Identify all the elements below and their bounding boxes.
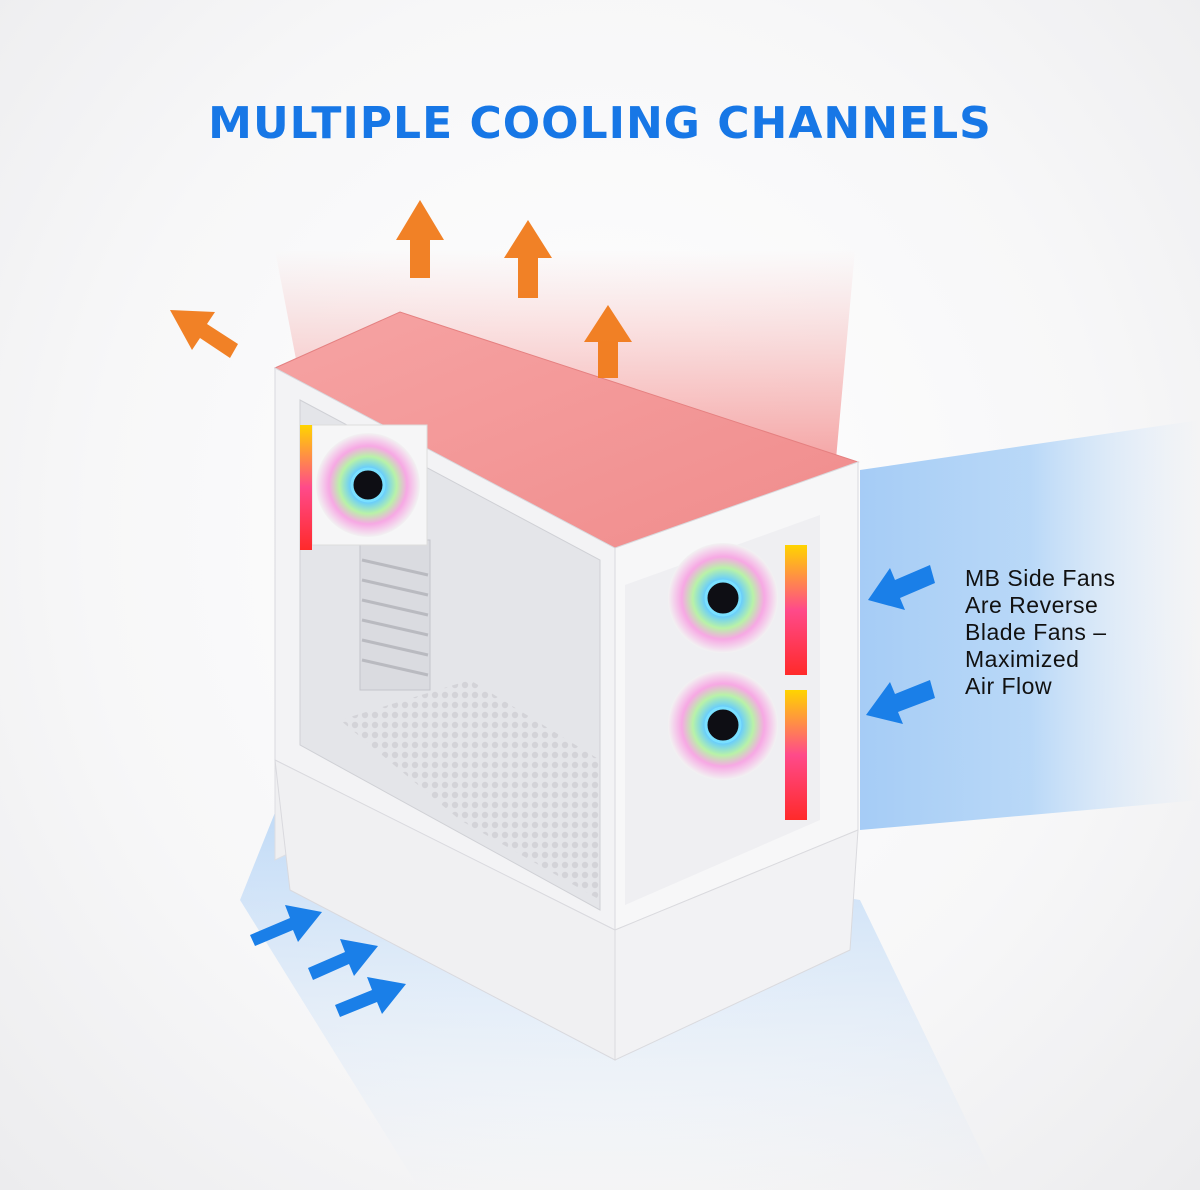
annotation-line: Blade Fans – (965, 619, 1107, 645)
annotation-line: Maximized (965, 646, 1080, 672)
rgb-fan-icon (668, 670, 778, 780)
up-arrow-icon (170, 310, 238, 358)
rgb-strip (785, 690, 807, 820)
left-arrow-icon (868, 565, 935, 610)
up-arrow-icon (584, 305, 632, 378)
page-title: MULTIPLE COOLING CHANNELS (208, 98, 992, 149)
up-arrow-icon (504, 220, 552, 298)
right-arrow-icon (335, 977, 406, 1017)
rgb-fan-icon (300, 424, 428, 550)
right-arrow-icon (250, 905, 322, 946)
left-arrow-icon (866, 680, 935, 724)
annotation-line: MB Side Fans (965, 565, 1116, 591)
up-arrow-icon (396, 200, 444, 278)
rgb-fan-icon (668, 543, 778, 653)
floor-mesh (340, 680, 600, 900)
annotation-line: Are Reverse (965, 592, 1099, 618)
cool-air-right (860, 420, 1200, 830)
right-arrow-icon (308, 939, 378, 980)
front-lower-panel (614, 829, 859, 1061)
pcie-slots (359, 539, 431, 691)
annotation-line: Air Flow (965, 673, 1053, 699)
rgb-strip (785, 545, 807, 675)
fan-annotation: MB Side Fans Are Reverse Blade Fans – Ma… (965, 565, 1185, 700)
